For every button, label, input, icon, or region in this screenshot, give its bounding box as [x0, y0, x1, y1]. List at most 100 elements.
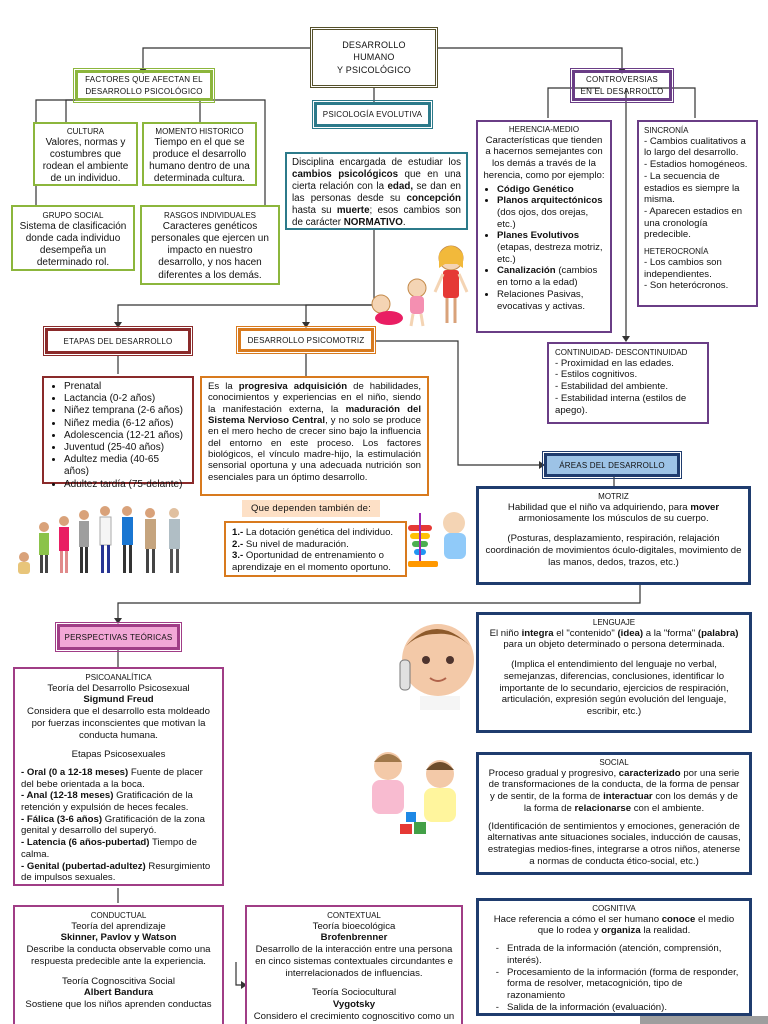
herencia-item: Canalización (cambios en torno a la edad…: [497, 265, 605, 288]
rasgos-text: Caracteres genéticos personales que ejer…: [151, 220, 269, 281]
psicologia-bold-2: edad,: [387, 180, 414, 192]
depende-item-text: Su nivel de maduración.: [243, 538, 349, 550]
psicologia-text-2: que en una cierta relación con la: [292, 168, 461, 192]
depende-item: 2.- Su nivel de maduración.: [232, 539, 399, 551]
continuidad-item: - Estilos cognitivos.: [555, 369, 638, 381]
herencia-intro: Características que tienden a hacernos s…: [483, 134, 605, 181]
psicomotriz-header: DESARROLLO PSICOMOTRIZ: [236, 326, 376, 354]
cognitiva-item: Entrada de la información (atención, com…: [507, 943, 743, 966]
factores-header-line2: DESARROLLO PSICOLÓGICO: [85, 86, 203, 96]
grupo-text: Sistema de clasificación donde cada indi…: [19, 220, 127, 269]
depende-item-text: La dotación genética del individuo.: [243, 527, 394, 538]
controversias-header: CONTROVERSIAS EN EL DESARROLLO: [570, 68, 674, 103]
social-text-4: con el ambiente.: [631, 802, 705, 814]
social-text-1: Proceso gradual y progresivo,: [488, 767, 619, 779]
herencia-item: Planos arquitectónicos (dos ojos, dos or…: [497, 195, 605, 230]
conductual-author-2: Albert Bandura: [83, 987, 154, 999]
herencia-item-text: Relaciones Pasivas, evocativas y activas…: [497, 288, 585, 312]
lenguaje-text-2: el "contenido": [553, 627, 618, 639]
lenguaje-text-3: a la "forma": [643, 627, 698, 639]
rasgos-title: RASGOS INDIVIDUALES: [163, 211, 257, 220]
psicologia-text-6: .: [402, 216, 406, 228]
sincronia-item: - Aparecen estadios en una cronología pr…: [644, 205, 743, 241]
psicologia-header: PSICOLOGÍA EVOLUTIVA: [312, 100, 433, 129]
psicomotriz-text-1: Es la: [208, 381, 239, 392]
sincronia-item: - Estadios homogéneos.: [644, 159, 748, 171]
sincronia-box: SINCRONÍA - Cambios cualitativos a lo la…: [637, 120, 758, 307]
cognitiva-title: COGNITIVA: [592, 904, 636, 913]
psicosexual-item-bold: - Latencia (6 años-pubertad): [21, 837, 150, 849]
psicologia-text-4: hasta su: [292, 204, 337, 216]
psicomotriz-bold-2: maduración del Sistema Nervioso Central: [208, 403, 421, 426]
psicosexual-item-text: Resurgimiento de impulsos sexuales.: [21, 860, 211, 884]
depende-item: 3.- Oportunidad de entrenamiento o apren…: [232, 550, 399, 573]
herencia-item-text: (cambios en torno a la edad): [497, 265, 598, 289]
contextual-author: Brofenbrenner: [320, 932, 388, 944]
herencia-title: HERENCIA-MEDIO: [508, 125, 580, 134]
main-title-line1: DESARROLLO: [342, 39, 406, 50]
etapas-list: Prenatal Lactancia (0-2 años) Niñez temp…: [50, 381, 186, 491]
psicomotriz-text-2: de habilidades, conocimientos y experien…: [208, 381, 422, 415]
main-title-box: DESARROLLO HUMANO Y PSICOLÓGICO: [310, 27, 438, 88]
etapa-item: Niñez temprana (2-6 años): [64, 405, 186, 417]
psicosexual-item: - Oral (0 a 12-18 meses) Fuente de place…: [21, 767, 216, 790]
psicologia-bold-3: concepción: [406, 192, 461, 204]
cognitiva-list: Entrada de la información (atención, com…: [485, 943, 743, 1013]
psicomotriz-box: Es la progresiva adquisición de habilida…: [200, 376, 429, 496]
herencia-item: Planes Evolutivos (etapas, destreza motr…: [497, 230, 605, 265]
depende-item-number: 1.-: [232, 527, 244, 538]
cultura-title: CULTURA: [66, 127, 105, 136]
rasgos-individuales-box: RASGOS INDIVIDUALES Caracteres genéticos…: [140, 205, 280, 285]
psicoanalitica-box: PSICOANALÍTICA Teoría del Desarrollo Psi…: [13, 667, 224, 886]
factores-header: FACTORES QUE AFECTAN EL DESARROLLO PSICO…: [73, 68, 215, 103]
contextual-subtitle: Teoría bioecológica: [312, 920, 396, 932]
cognitiva-bold-2: organiza: [601, 925, 641, 937]
contextual-subtitle-2: Teoría Sociocultural: [311, 987, 397, 999]
continuidad-item: - Proximidad en las edades.: [555, 357, 674, 369]
sincronia-item: - La secuencia de estadios es siempre la…: [644, 170, 740, 206]
heterocronia-title: HETEROCRONÍA: [644, 247, 709, 257]
etapas-header: ETAPAS DEL DESARROLLO: [43, 326, 193, 356]
momento-historico-box: MOMENTO HISTORICO Tiempo en el que se pr…: [142, 122, 257, 186]
momento-title: MOMENTO HISTORICO: [155, 127, 244, 136]
psicosexual-item-bold: - Oral (0 a 12-18 meses): [21, 766, 129, 778]
psicosexual-item-bold: - Fálica (3-6 años): [21, 813, 103, 825]
psicosexual-list: - Oral (0 a 12-18 meses) Fuente de place…: [21, 767, 216, 884]
lenguaje-examples: (Implica el entendimiento del lenguaje n…: [499, 659, 729, 717]
cultura-text: Valores, normas y costumbres que rodean …: [42, 136, 129, 185]
cognitiva-text-2: el medio que lo rodea y: [537, 913, 735, 937]
motriz-text-1: Habilidad que el niño va adquiriendo, pa…: [507, 501, 691, 513]
psicologia-text-5: ; esos cambios son de carácter: [292, 204, 461, 228]
social-bold-2: interactuar: [603, 791, 653, 803]
grupo-title: GRUPO SOCIAL: [42, 211, 104, 220]
social-text-3: con los demás y de la forma de: [523, 791, 738, 814]
areas-header: ÁREAS DEL DESARROLLO: [542, 451, 682, 479]
baby-figure: [371, 294, 403, 325]
continuidad-box: CONTINUIDAD- DESCONTINUIDAD - Proximidad…: [547, 342, 709, 424]
etapa-item: Adolescencia (12-21 años): [64, 430, 186, 442]
etapa-item: Niñez media (6-12 años): [64, 418, 186, 430]
psicosexual-item: - Latencia (6 años-pubertad) Tiempo de c…: [21, 837, 216, 860]
etapas-list-box: Prenatal Lactancia (0-2 años) Niñez temp…: [42, 376, 194, 490]
contextual-author-2: Vygotsky: [332, 998, 376, 1010]
lenguaje-text-1: El niño: [489, 627, 522, 639]
contextual-text: Desarrollo de la interacción entre una p…: [255, 944, 453, 979]
factores-header-line1: FACTORES QUE AFECTAN EL: [85, 74, 203, 84]
controversias-header-line2: EN EL DESARROLLO: [580, 86, 664, 96]
depende-item-number: 2.-: [232, 538, 244, 550]
cognitiva-text-1: Hace referencia a cómo el ser humano: [493, 913, 662, 925]
psicologia-header-label: PSICOLOGÍA EVOLUTIVA: [322, 110, 423, 119]
main-title-line2: HUMANO: [353, 52, 395, 63]
etapa-item: Juventud (25-40 años): [64, 442, 186, 454]
psicosexual-item-text: Fuente de placer del bebe orientada a la…: [21, 766, 203, 790]
momento-text: Tiempo en el que se produce el desarroll…: [149, 136, 250, 185]
psicosexual-item: - Genital (pubertad-adultez) Resurgimien…: [21, 861, 216, 884]
lenguaje-bold-3: (palabra): [697, 627, 739, 639]
depende-item-number: 3.-: [232, 550, 244, 562]
herencia-item: Código Genético: [497, 184, 605, 196]
psicomotriz-bold-1: progresiva adquisición: [238, 381, 348, 392]
psicomotriz-text-3: , y no solo se produce en el mero hecho …: [208, 414, 421, 483]
psicosexual-item-text: Gratificación de la retención y expulsió…: [21, 790, 193, 814]
herencia-list: Código Genético Planos arquitectónicos (…: [483, 184, 605, 313]
